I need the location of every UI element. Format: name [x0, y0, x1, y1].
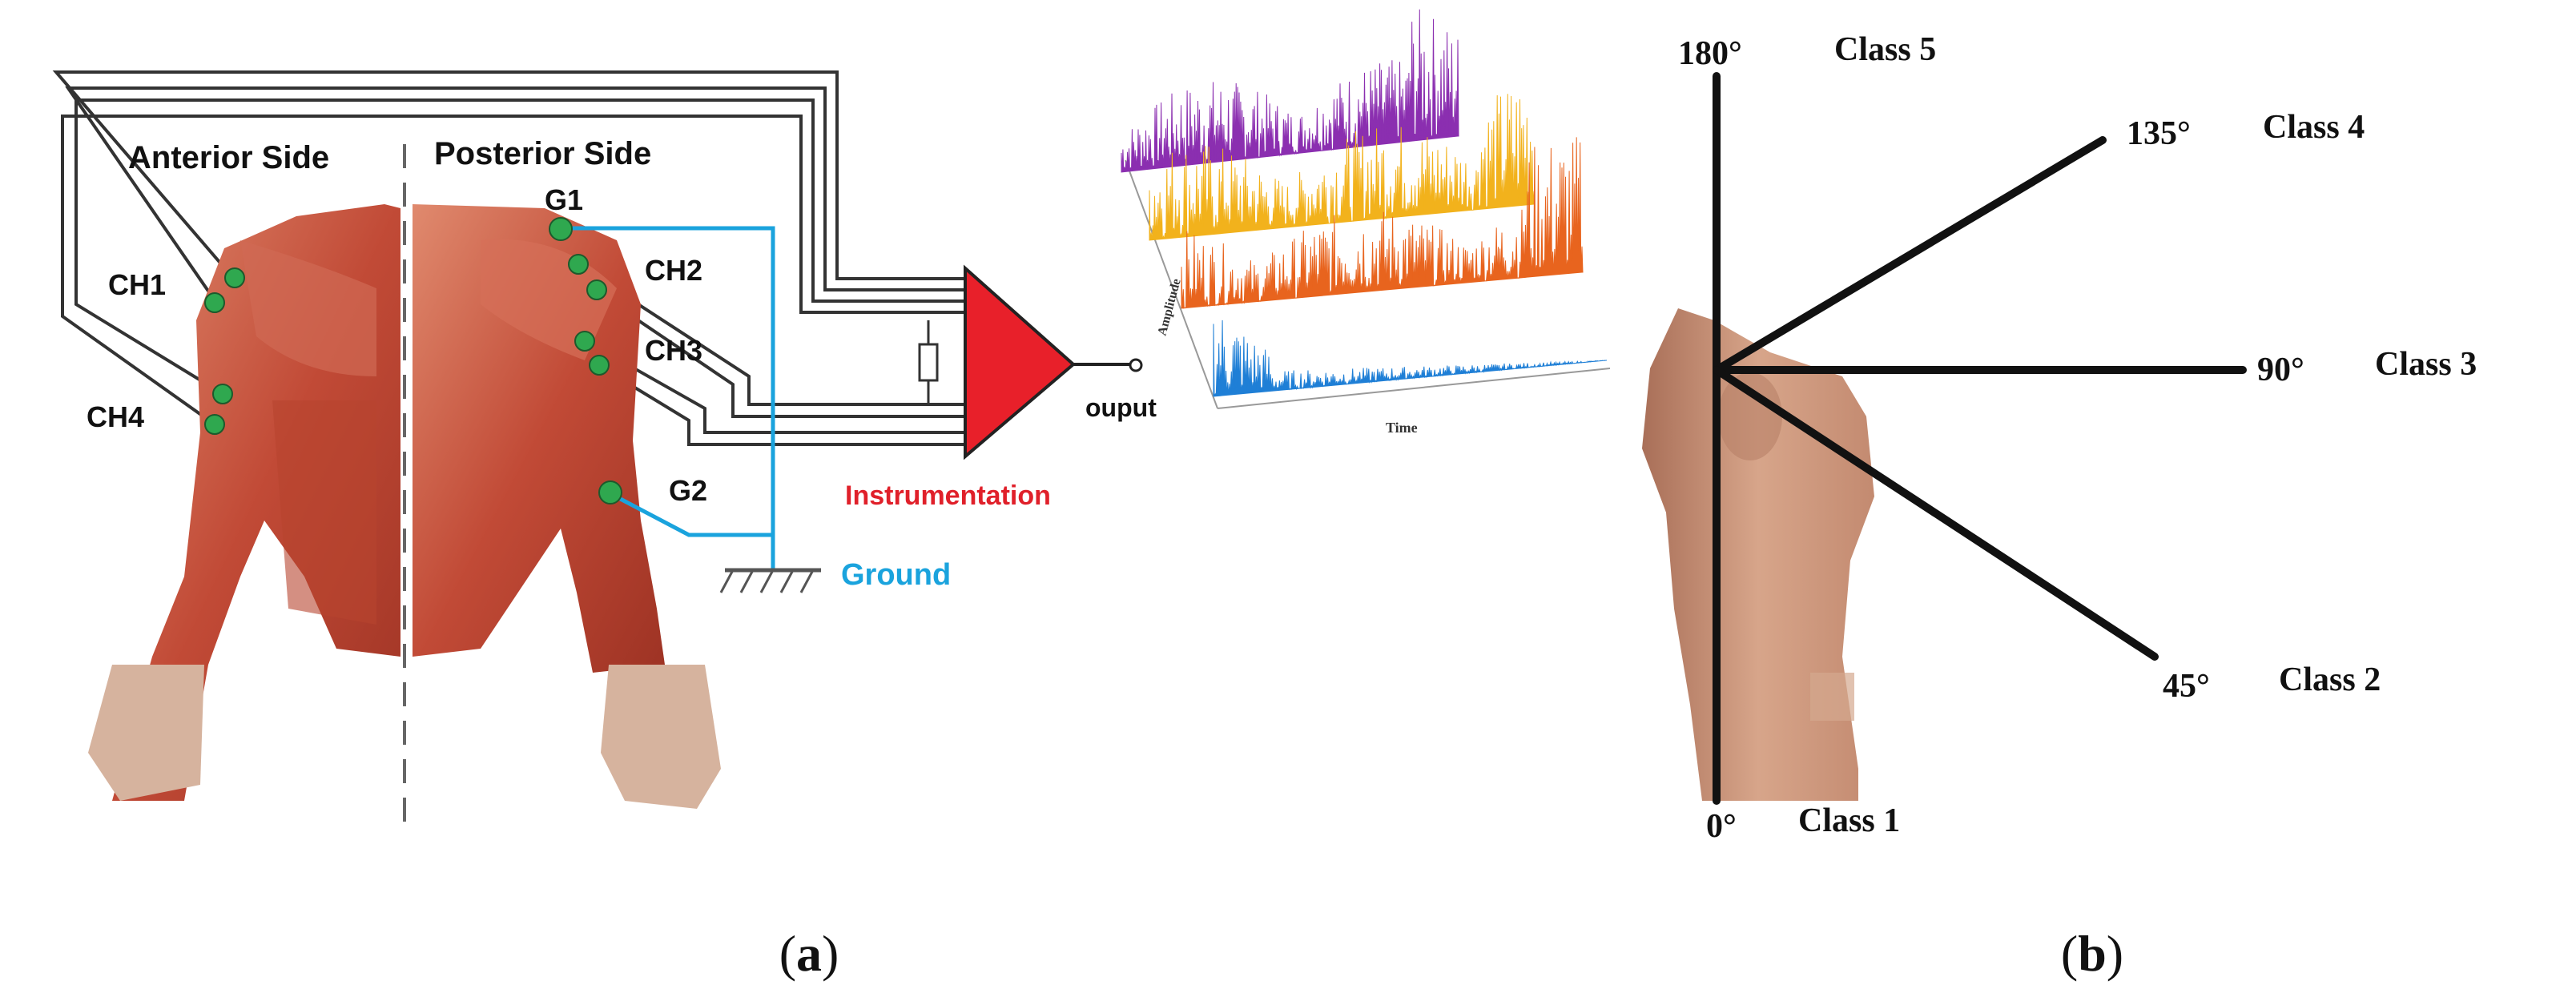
ch3-label: CH3 [645, 334, 702, 367]
electrode-ch3-a [574, 331, 595, 352]
emg-trace-4 [1213, 320, 1607, 397]
ground-symbol [719, 569, 815, 593]
angle-135-label: 135° [2127, 115, 2191, 152]
angle-line-45 [1713, 366, 2159, 661]
panel-a: Anterior Side Posterior Side CH1 CH4 CH2… [52, 9, 1611, 982]
electrode-ch2-a [568, 254, 589, 275]
emg-traces [1121, 9, 1607, 397]
panel-b-letter: b [2078, 925, 2107, 982]
electrodes [204, 217, 622, 505]
ground-label: Ground [841, 558, 951, 592]
electrode-g2 [598, 480, 622, 505]
class-2-label: Class 2 [2279, 661, 2381, 698]
ch1-label: CH1 [108, 268, 166, 301]
electrode-ch3-b [589, 355, 610, 376]
output-terminal-icon [1129, 358, 1143, 372]
posterior-side-label: Posterior Side [434, 136, 651, 171]
class-3-label: Class 3 [2375, 346, 2477, 383]
emg-trace-1 [1121, 9, 1459, 173]
panel-b-label: (b) [2061, 925, 2123, 982]
resistor-icon [918, 343, 939, 382]
angle-90-label: 90° [2257, 352, 2304, 388]
emg-signal-plot: Amplitude Time [1121, 9, 1611, 436]
panel-a-label: (a) [779, 925, 839, 982]
ch2-label: CH2 [645, 254, 702, 287]
emg-trace-3 [1181, 137, 1584, 309]
class-5-label: Class 5 [1834, 31, 1936, 68]
electrode-g1 [549, 217, 573, 241]
amplifier-label: Instrumentation [845, 480, 1051, 511]
panel-b: 180° Class 5 135° Class 4 90° Class 3 45… [1642, 31, 2477, 982]
class-1-label: Class 1 [1798, 802, 1900, 839]
posterior-body [413, 204, 721, 809]
g1-label: G1 [545, 183, 583, 216]
ch4-label: CH4 [87, 400, 144, 433]
plot-x-label: Time [1386, 420, 1418, 436]
panel-a-letter: a [796, 925, 822, 982]
angle-45-label: 45° [2163, 668, 2210, 705]
emg-trace-2 [1149, 94, 1536, 241]
electrode-ch4-b [204, 414, 225, 435]
class-4-label: Class 4 [2263, 109, 2365, 146]
electrode-ch4-a [212, 384, 233, 404]
amplifier-icon [964, 264, 1077, 460]
angle-lines [1713, 72, 2247, 805]
electrode-wires [52, 70, 965, 446]
anterior-body [88, 204, 400, 801]
anterior-side-label: Anterior Side [128, 140, 329, 175]
electrode-ch1-a [224, 267, 245, 288]
angle-180-label: 180° [1678, 35, 1742, 72]
angle-labels: 180° Class 5 135° Class 4 90° Class 3 45… [1678, 31, 2477, 845]
torso-side-view [1642, 308, 1874, 801]
electrode-ch2-b [586, 279, 607, 300]
angle-line-135 [1713, 136, 2107, 374]
g2-label: G2 [669, 474, 707, 507]
electrode-ch1-b [204, 292, 225, 313]
output-label: ouput [1085, 393, 1157, 422]
angle-0-label: 0° [1706, 808, 1737, 845]
